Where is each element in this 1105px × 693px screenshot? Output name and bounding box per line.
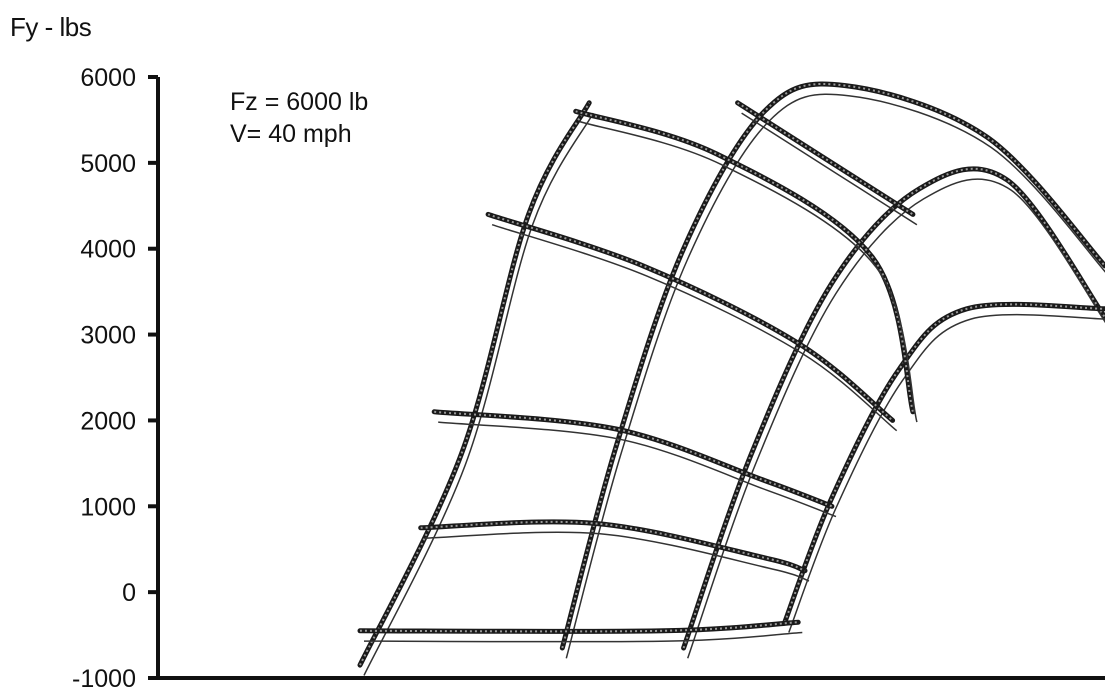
crossing-curve-2 [681, 166, 1105, 651]
curves [357, 81, 1105, 676]
crossing-curve-0-texture [359, 102, 591, 666]
y-tick-label: 5000 [80, 150, 136, 178]
y-tick-label: -1000 [72, 665, 136, 693]
y-axis-title: Fy - lbs [10, 12, 92, 42]
grid-curve-6-companion [438, 421, 837, 518]
crossing-curve-0 [357, 100, 592, 668]
grid-curve-8-companion [579, 120, 918, 423]
y-tick-label: 1000 [80, 493, 136, 521]
y-tick-label: 3000 [80, 322, 136, 350]
y-tick-label: 6000 [80, 64, 136, 92]
grid-curve-8-texture [575, 110, 914, 413]
grid-curve-5-companion [424, 531, 810, 582]
crossing-curve-2-texture [682, 167, 1105, 649]
annotation-load: Fz = 6000 lb [230, 88, 369, 116]
crossing-curve-1-companion [565, 93, 1105, 659]
crossing-curve-3-companion [788, 313, 1105, 633]
grid-curve-9-texture [737, 101, 914, 216]
crossing-curve-0-companion [363, 112, 594, 676]
grid-curve-7 [485, 211, 896, 423]
crossing-curve-2-companion [686, 178, 1105, 659]
crossing-curve-3-texture [783, 303, 1105, 623]
y-tick-label: 0 [122, 579, 136, 607]
annotation-speed: V= 40 mph [230, 120, 352, 148]
y-tick-label: 4000 [80, 236, 136, 264]
grid-curve-4-companion [363, 631, 803, 643]
crossing-curve-1 [559, 81, 1105, 651]
grid-curve-5 [418, 519, 808, 574]
crossing-curve-3 [782, 301, 1105, 625]
y-tick-label: 2000 [80, 407, 136, 435]
grid-curve-7-companion [491, 223, 898, 432]
grid-curve-4-texture [359, 621, 799, 633]
axes: 6000 5000 4000 3000 2000 1000 0 -1000 [72, 64, 1105, 693]
grid-curve-6-texture [434, 410, 833, 508]
grid-curve-7-texture [487, 213, 894, 422]
grid-curve-9-companion [741, 112, 918, 226]
